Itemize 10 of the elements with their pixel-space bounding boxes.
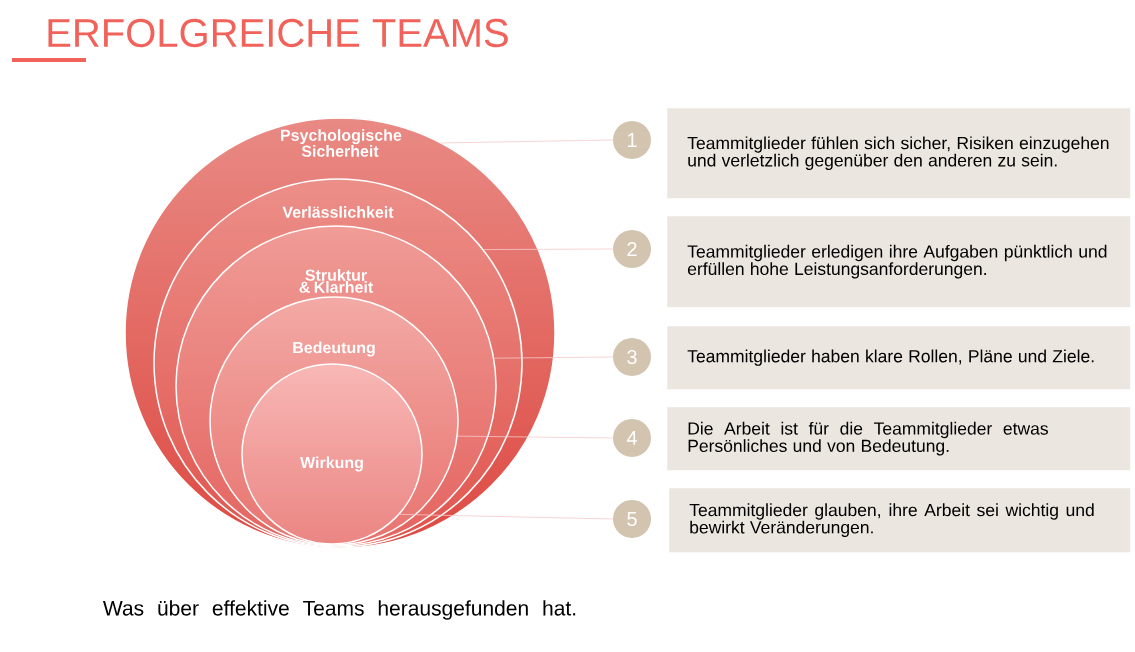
description-box: Teammitglieder glauben, ihre Arbeit sei wichtig und bewirkt Veränderungen.: [669, 488, 1131, 553]
description-box: Die Arbeit ist für die Teammitglieder etwas Persönliches und von Bedeutung.: [667, 407, 1131, 471]
description-box: Teammitglieder erledigen ihre Aufgaben pünktlich und erfüllen hohe Leistungsanforderungen.: [667, 216, 1131, 308]
description-box: Teammitglieder fühlen sich sicher, Risiken einzugehen und verletzlich gegenüber den anderen zu sein.: [667, 108, 1131, 199]
leader-line: [493, 356, 614, 359]
leader-line: [440, 139, 614, 144]
caption: Was über effektive Teams herausgefunden hat.: [102, 600, 576, 620]
title: ERFOLGREICHE TEAMS: [48, 18, 508, 48]
leader-line: [456, 435, 614, 439]
description-box: Teammitglieder haben klare Rollen, Pläne und Ziele.: [667, 326, 1131, 390]
